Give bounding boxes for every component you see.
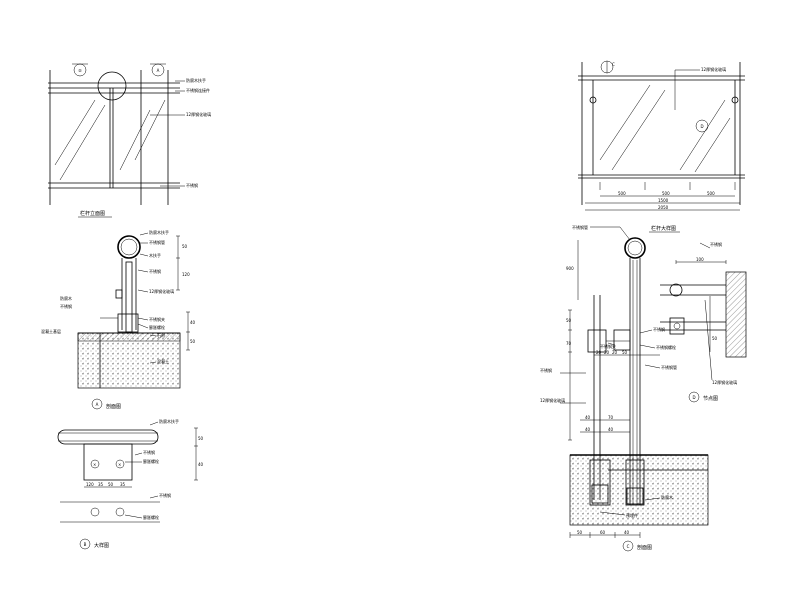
section-c-left-callout-2: 12厚钢化玻璃 [540,397,565,403]
plan-b-marker: B [84,542,87,547]
detail-d-callout-1: 不锈钢 [710,241,722,247]
callout-left-elev-2: 不锈钢连接件 [186,87,210,93]
section-a-left-callout-1: 防腐木 [60,295,72,301]
callout-left-elev-4: 不锈钢 [186,182,198,188]
svg-text:×: × [93,462,96,467]
section-c-left-dim-1: 900 [566,266,574,271]
section-c-row1-dim-2: 70 [608,415,614,420]
plan-b-callout-5: 膨胀螺栓 [143,514,159,520]
section-c-bottom-dim-2: 60 [600,530,606,535]
section-a-callout-4: 不锈钢 [149,268,161,274]
section-a-callout-5: 12厚钢化玻璃 [149,288,174,294]
callout-left-elev-3: 12厚钢化玻璃 [186,111,211,117]
detail-d-marker: D [692,395,695,400]
section-a-callout-2: 不锈钢管 [149,239,165,245]
section-c-callout-1: 不锈钢 [653,326,665,332]
section-c-mid-dim-4: 50 [622,350,628,355]
right-elev-axis-mark: C [612,62,615,67]
section-c-row2-dim-2: 40 [608,427,614,432]
section-c-title: 栏杆大样图 [651,225,676,232]
detail-d: 100 不锈钢 12厚钢化玻璃 50 D 节点图 [660,241,747,403]
section-c-callout-4: 不锈钢管 [661,364,677,370]
plan-b-bottom-dim-2: 35 [98,482,104,487]
plan-b-title: 大样图 [94,542,109,549]
section-c-marker: C [627,544,630,549]
elevation-right: C 12厚钢化玻璃 D 500 500 500 1500 2050 [578,60,745,211]
axis-mark-2: A [157,68,160,73]
elevation-left: ⑤ A 防腐木扶手 不锈钢连接件 12厚钢化玻璃 不锈钢 栏杆立面图 [48,63,211,218]
plan-b-dim-1: 50 [198,436,204,441]
section-a-marker: A [96,402,99,407]
section-a-callout-7: 膨胀螺栓 [149,324,165,330]
right-elev-dim-1: 500 [618,191,626,196]
section-a-dim-2: 120 [182,272,190,277]
left-elevation-title: 栏杆立面图 [80,210,105,217]
section-c-row2-dim-1: 40 [585,427,591,432]
section-c-callout-5: 防腐木 [661,494,673,500]
plan-b-detail: × × 防腐木扶手 不锈钢 膨胀螺栓 不锈钢 膨胀螺栓 50 40 120 35… [57,418,204,550]
section-c-left-dim-2: 50 [566,318,572,323]
section-c-detail: 栏杆大样图 不锈钢管 900 50 70 不锈钢 12厚钢化玻 [540,224,709,552]
section-a-callout-6: 不锈钢夹 [149,316,165,322]
section-c-mid-dim-1: 20 [596,350,602,355]
detail-d-callout-2: 12厚钢化玻璃 [712,379,737,385]
section-a-callout-3: 木扶手 [149,252,161,258]
section-a-dim-3: 40 [190,320,196,325]
section-a-left-note: 混凝土基层 [41,328,61,334]
section-c-bottom-dim-3: 40 [624,530,630,535]
section-c-bottom-dim-1: 50 [577,530,583,535]
section-c-mid-dim-3: 20 [612,350,618,355]
svg-text:×: × [118,462,121,467]
section-a-title: 剖面图 [106,403,121,410]
right-elev-total-2: 2050 [658,205,669,210]
section-c-mid-dim-2: 20 [604,350,610,355]
plan-b-bottom-dim-4: 35 [120,482,126,487]
plan-b-callout-2: 不锈钢 [143,449,155,455]
section-c-top-callout: 不锈钢管 [572,224,588,230]
axis-mark-1: ⑤ [78,68,82,73]
right-elev-glass-note: 12厚钢化玻璃 [701,66,726,72]
plan-b-callout-4: 不锈钢 [159,492,171,498]
section-c-label: 剖面图 [637,544,652,551]
section-a-dim-4: 50 [190,339,196,344]
section-c-callout-2: 不锈钢夹 [600,343,616,349]
section-a-left-callout-2: 不锈钢 [60,303,72,309]
section-a-callout-1: 防腐木扶手 [149,229,169,235]
section-a-callout-9: 混凝土 [157,358,169,364]
right-elev-total-1: 1500 [658,198,669,203]
section-c-callout-3: 不锈钢螺栓 [656,344,676,350]
section-c-bottom-note: 预埋件 [626,512,638,518]
plan-b-callout-3: 膨胀螺栓 [143,458,159,464]
section-c-left-dim-3: 70 [566,341,572,346]
right-elev-dim-3: 500 [707,191,715,196]
section-a-callout-8: 石材 [157,332,165,338]
detail-d-title: 节点图 [703,396,718,402]
section-a-dim-1: 50 [182,244,188,249]
plan-b-dim-2: 40 [198,462,204,467]
plan-b-bottom-dim-3: 50 [108,482,114,487]
plan-b-callout-1: 防腐木扶手 [159,418,179,424]
plan-b-bottom-dim-1: 120 [86,482,94,487]
section-a-detail: 混凝土基层 防腐木 不锈钢 防腐木扶手 不锈钢管 木扶手 不锈钢 12厚钢化玻璃… [41,229,196,410]
section-c-row1-dim-1: 40 [585,415,591,420]
right-elev-circle-mark: D [700,124,703,129]
detail-d-dim-1: 100 [696,257,704,262]
right-elev-dim-2: 500 [662,191,670,196]
callout-left-elev-1: 防腐木扶手 [186,77,206,83]
section-c-left-callout-1: 不锈钢 [540,367,552,373]
detail-d-dim-2: 50 [712,336,718,341]
